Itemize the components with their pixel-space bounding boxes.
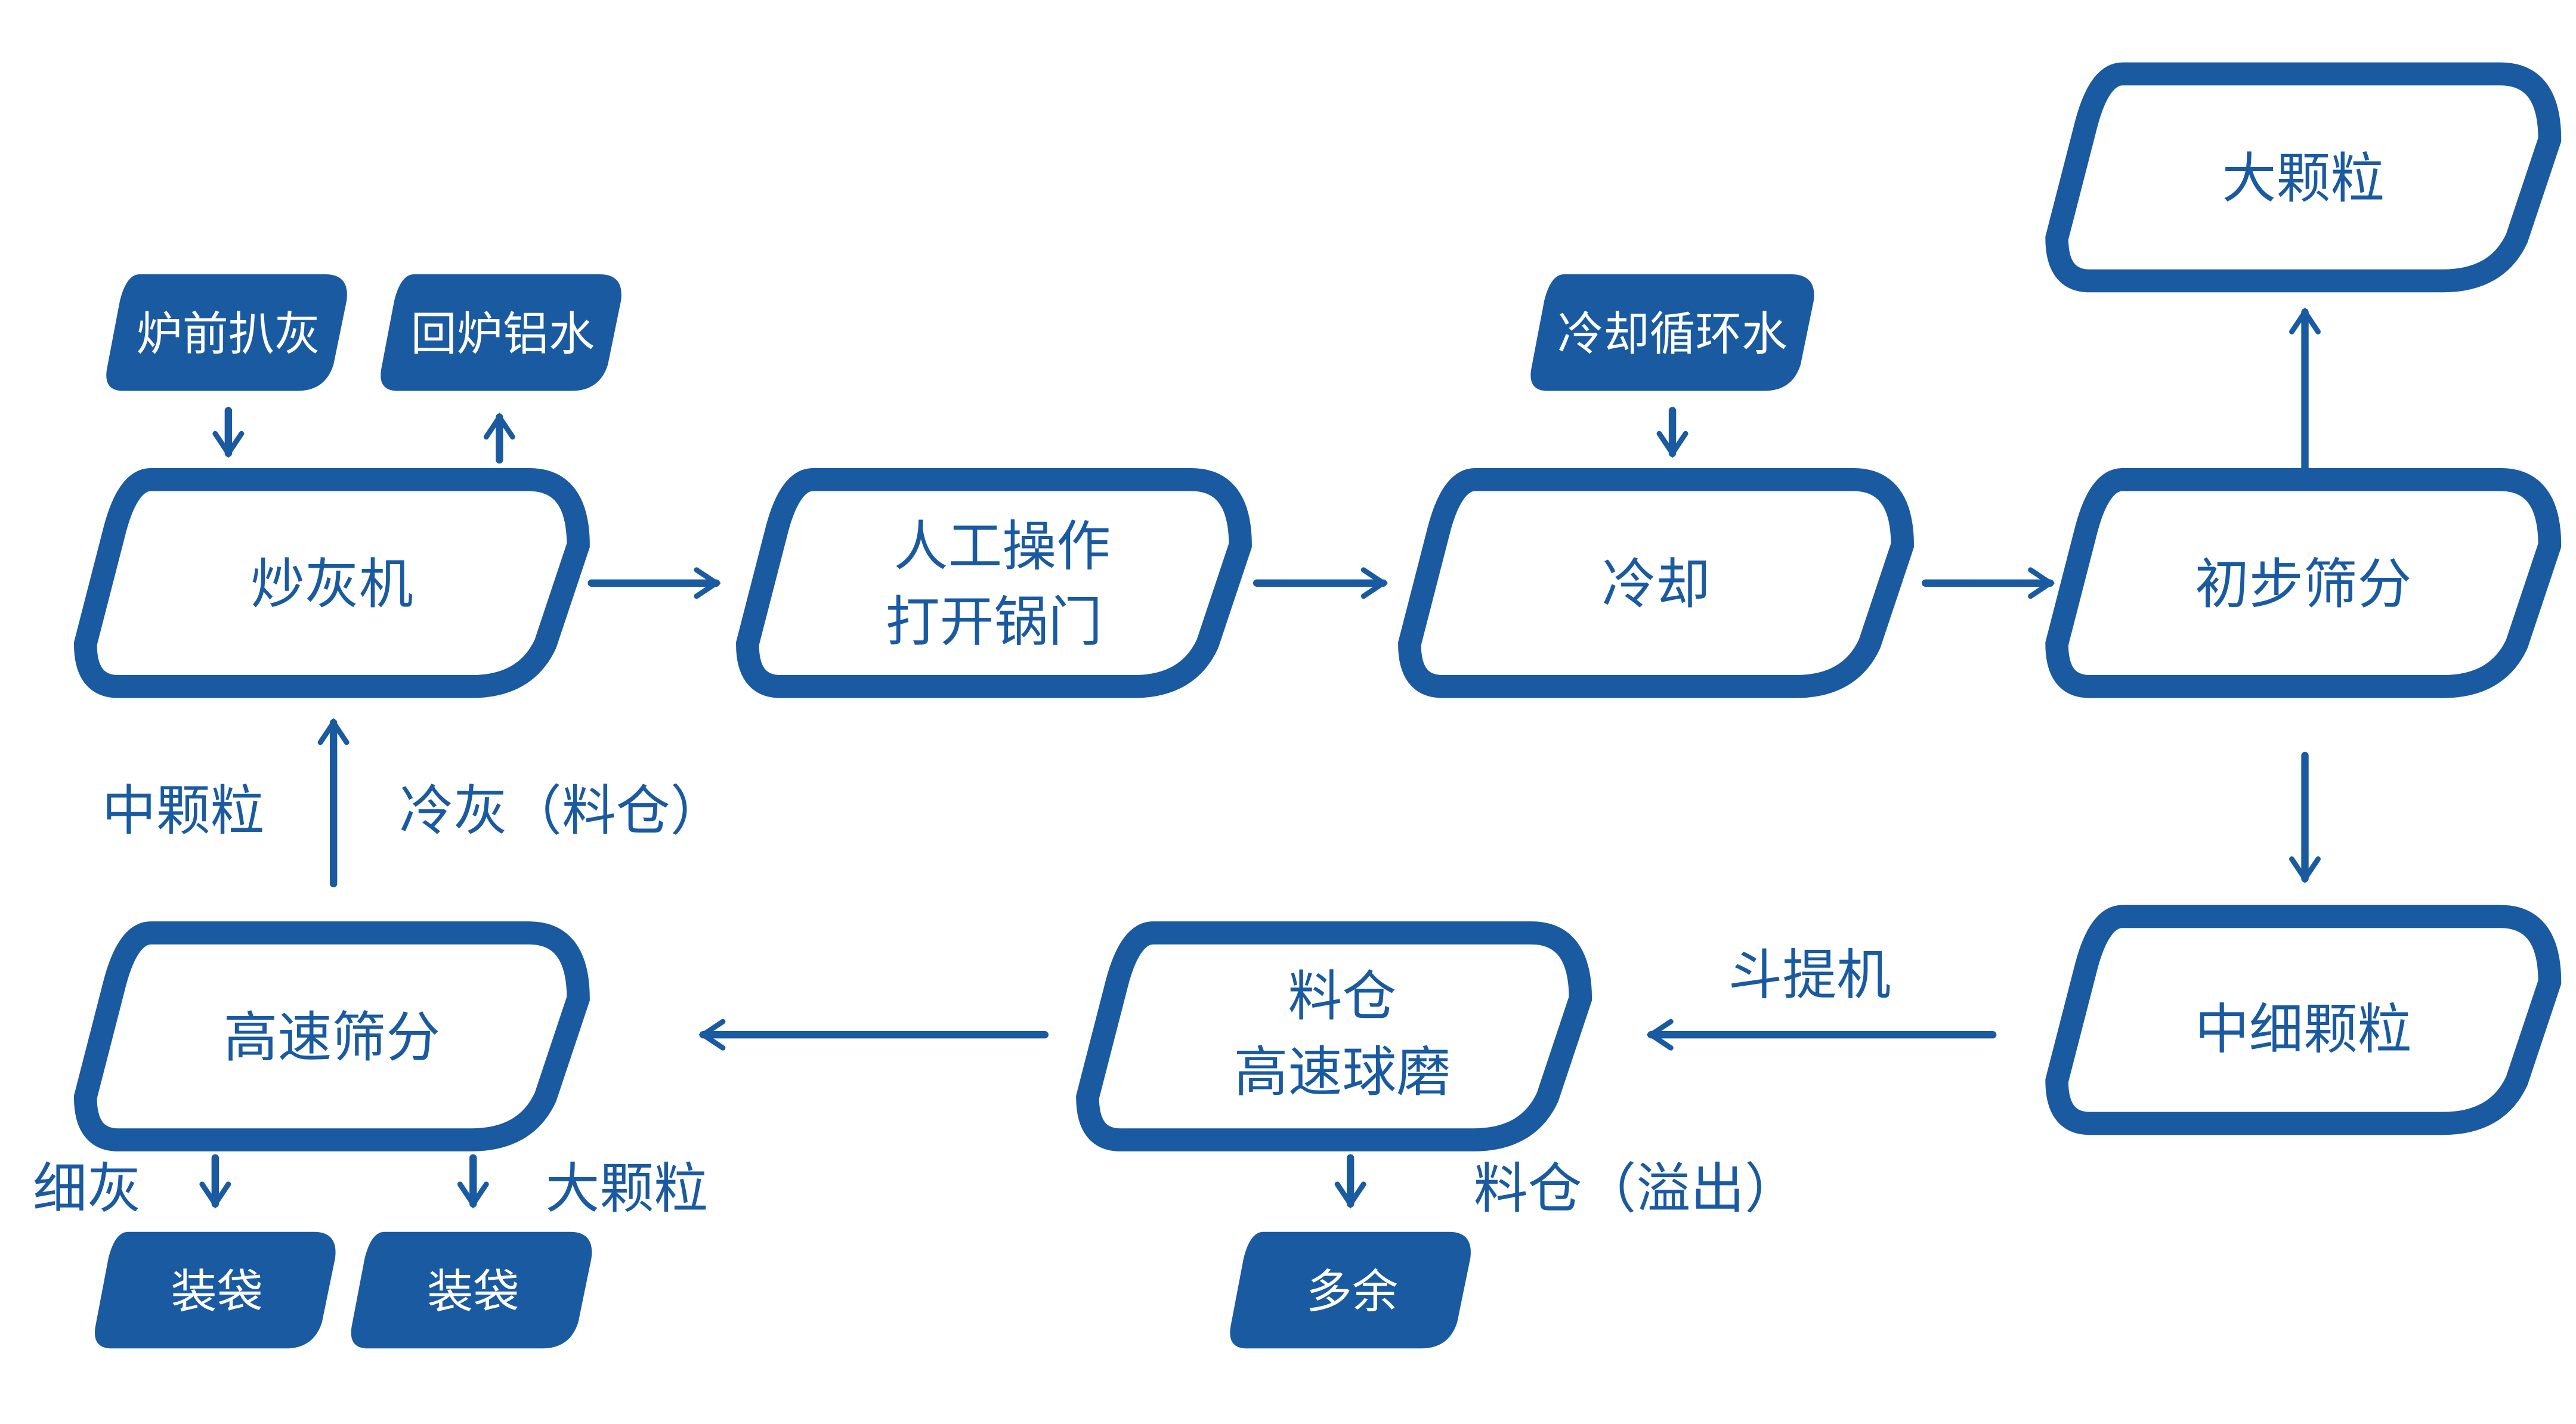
label-da-keli-bottom: 大颗粒 <box>545 1157 708 1220</box>
node-gaosu-shaifen: 高速筛分 <box>73 921 590 1151</box>
output-zhuangdai-dakeli: 装袋 <box>351 1231 592 1349</box>
box-label: 冷却循环水 <box>1557 308 1788 361</box>
label-zhong-keli: 中颗粒 <box>102 780 265 843</box>
label-liaocang-yichu: 料仓（溢出） <box>1474 1157 1799 1220</box>
box-label: 多余 <box>1306 1265 1398 1318</box>
output-zhuangdai-xihui: 装袋 <box>94 1231 336 1349</box>
box-label: 回炉铝水 <box>411 308 595 361</box>
node-chaohuiji: 炒灰机 <box>73 468 590 698</box>
node-outline <box>2045 62 2562 293</box>
box-fill <box>106 274 347 391</box>
box-fill <box>351 1231 592 1349</box>
node-da-keli-top: 大颗粒 <box>2045 62 2562 293</box>
node-lengque: 冷却 <box>1398 468 1914 698</box>
node-outline <box>735 468 1252 698</box>
input-lengque-xunhuanshui: 冷却循环水 <box>1530 274 1814 391</box>
box-fill <box>1230 1231 1471 1349</box>
node-label: 大颗粒 <box>2222 148 2385 210</box>
node-rengong-caozuo: 人工操作 打开锅门 <box>735 468 1252 698</box>
node-outline <box>73 468 590 698</box>
node-chubu-shaifen: 初步筛分 <box>2045 468 2562 698</box>
node-label-line1: 人工操作 <box>893 515 1111 578</box>
label-xi-hui: 细灰 <box>33 1157 141 1220</box>
node-outline <box>73 921 590 1151</box>
node-label: 高速筛分 <box>224 1007 441 1069</box>
node-liaocang-qiumo: 料仓 高速球磨 <box>1076 921 1592 1151</box>
box-label: 装袋 <box>427 1265 519 1318</box>
node-outline <box>1076 921 1592 1151</box>
node-outline <box>2045 468 2562 698</box>
box-fill <box>94 1231 336 1349</box>
node-label-line1: 料仓 <box>1288 965 1397 1028</box>
node-zhongxi-keli: 中细颗粒 <box>2045 905 2562 1135</box>
box-label: 炉前扒灰 <box>137 308 320 361</box>
node-label: 冷却 <box>1602 553 1711 616</box>
box-fill <box>1530 274 1814 391</box>
node-label: 炒灰机 <box>251 553 413 616</box>
output-duoyu: 多余 <box>1230 1231 1471 1349</box>
node-label-line2: 打开锅门 <box>886 591 1103 654</box>
node-outline <box>1398 468 1914 698</box>
box-fill <box>381 274 621 391</box>
node-label: 中细颗粒 <box>2195 998 2412 1061</box>
node-outline <box>2045 905 2562 1135</box>
box-label: 装袋 <box>171 1265 262 1318</box>
output-huilu-lvshui: 回炉铝水 <box>381 274 621 391</box>
label-leng-hui-liaocang: 冷灰（料仓） <box>399 780 724 843</box>
label-dou-tiji: 斗提机 <box>1728 944 1891 1007</box>
input-luqian-pahui: 炉前扒灰 <box>106 274 347 391</box>
node-label: 初步筛分 <box>2195 553 2412 616</box>
node-label-line2: 高速球磨 <box>1234 1041 1451 1104</box>
